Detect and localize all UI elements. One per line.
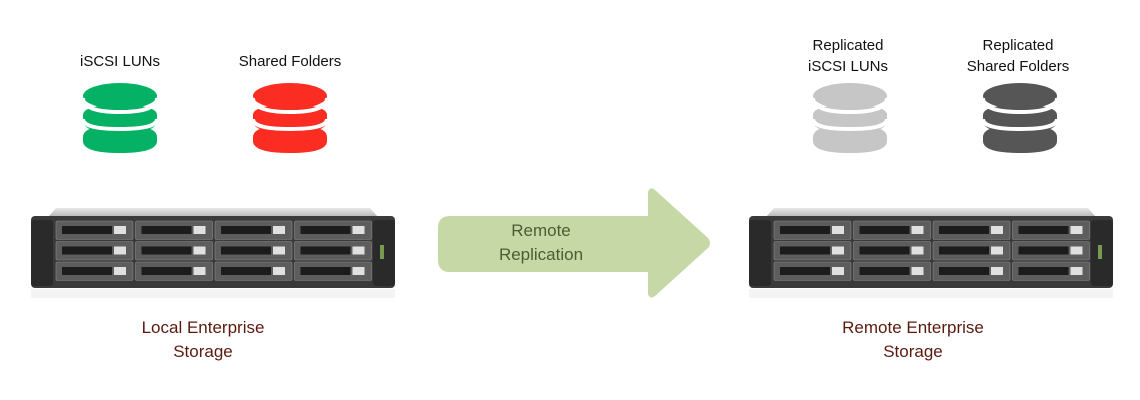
server-reflection (749, 289, 1113, 298)
drive-bay-handle (780, 246, 830, 255)
label-line: iSCSI LUNs (807, 58, 889, 75)
caption-line: Remote Enterprise (842, 318, 984, 337)
drive-bay-latch (991, 226, 1003, 234)
drive-bay-handle (62, 267, 112, 275)
database-disk-top (253, 83, 327, 109)
drive-bay-latch (1070, 226, 1083, 234)
caption-line: Local Enterprise (141, 318, 265, 337)
drive-bay-latch (352, 226, 365, 234)
server-top (766, 208, 1096, 217)
database-disk-top (983, 83, 1057, 109)
local-storage-server (31, 208, 395, 298)
drive-bay-handle (141, 226, 192, 234)
drive-bay-latch (273, 246, 285, 255)
drive-bay-handle (939, 226, 989, 234)
database-disk-top (83, 83, 157, 109)
drive-bay-handle (141, 267, 192, 275)
database-disk-top (813, 83, 887, 109)
server-left-ear (31, 220, 53, 286)
drive-bay-latch (114, 267, 126, 275)
drive-bay-handle (1018, 226, 1069, 234)
drive-bay-handle (62, 226, 112, 234)
label-line: Shared Folders (238, 53, 342, 70)
drive-bay-handle (780, 267, 830, 275)
drive-bay-latch (193, 267, 206, 275)
drive-bay-latch (1070, 267, 1083, 275)
drive-bay-handle (939, 267, 989, 275)
database-icon-replicated-shared-folders (981, 83, 1059, 153)
drive-bay-latch (832, 246, 844, 255)
database-disk-bottom (813, 125, 887, 153)
label-line: Replicated (812, 37, 884, 54)
caption-line: Storage (883, 342, 943, 361)
drive-bay-latch (991, 267, 1003, 275)
replication-arrow-label: Remote Replication (466, 219, 616, 267)
drive-bay-latch (114, 246, 126, 255)
replicated-iscsi-luns-label: Replicated iSCSI LUNs (758, 35, 938, 77)
drive-bay-latch (273, 226, 285, 234)
drive-bay-latch (193, 246, 206, 255)
drive-bay-handle (859, 246, 910, 255)
label-line: Replication (498, 245, 584, 264)
remote-storage-caption: Remote Enterprise Storage (793, 316, 1033, 364)
server-status-leds (380, 245, 384, 259)
iscsi-luns-label: iSCSI LUNs (30, 51, 210, 72)
server-left-ear (749, 220, 771, 286)
drive-bay-handle (300, 246, 351, 255)
database-icon-replicated-iscsi-luns (811, 83, 889, 153)
local-storage-caption: Local Enterprise Storage (83, 316, 323, 364)
drive-bay-handle (859, 267, 910, 275)
drive-bay-latch (273, 267, 285, 275)
drive-bay-latch (832, 226, 844, 234)
database-disk-bottom (253, 125, 327, 153)
drive-bay-latch (1070, 246, 1083, 255)
caption-line: Storage (173, 342, 233, 361)
drive-bay-latch (832, 267, 844, 275)
database-disk-bottom (983, 125, 1057, 153)
drive-bay-handle (1018, 267, 1069, 275)
replication-arrow (438, 188, 710, 298)
drive-bay-handle (221, 267, 271, 275)
drive-bay-latch (911, 267, 924, 275)
drive-bay-latch (991, 246, 1003, 255)
drive-bay-handle (221, 226, 271, 234)
drive-bay-latch (114, 226, 126, 234)
server-reflection (31, 289, 395, 298)
drive-bay-handle (300, 226, 351, 234)
drive-bay-handle (221, 246, 271, 255)
shared-folders-label: Shared Folders (200, 51, 380, 72)
drive-bay-latch (193, 226, 206, 234)
drive-bay-handle (780, 226, 830, 234)
drive-bay-latch (911, 226, 924, 234)
drive-bay-latch (352, 267, 365, 275)
drive-bay-handle (141, 246, 192, 255)
label-line: Remote (511, 221, 571, 240)
database-icon-iscsi-luns (81, 83, 159, 153)
database-disk-bottom (83, 125, 157, 153)
drive-bay-handle (1018, 246, 1069, 255)
drive-bay-handle (859, 226, 910, 234)
database-icon-shared-folders (251, 83, 329, 153)
drive-bay-handle (939, 246, 989, 255)
label-line: Shared Folders (966, 58, 1070, 75)
remote-storage-server (749, 208, 1113, 298)
server-status-leds (1098, 245, 1102, 259)
label-line: iSCSI LUNs (79, 53, 161, 70)
server-top (48, 208, 378, 217)
replicated-shared-folders-label: Replicated Shared Folders (928, 35, 1108, 77)
drive-bay-latch (352, 246, 365, 255)
drive-bay-handle (62, 246, 112, 255)
drive-bay-latch (911, 246, 924, 255)
label-line: Replicated (982, 37, 1054, 54)
drive-bay-handle (300, 267, 351, 275)
